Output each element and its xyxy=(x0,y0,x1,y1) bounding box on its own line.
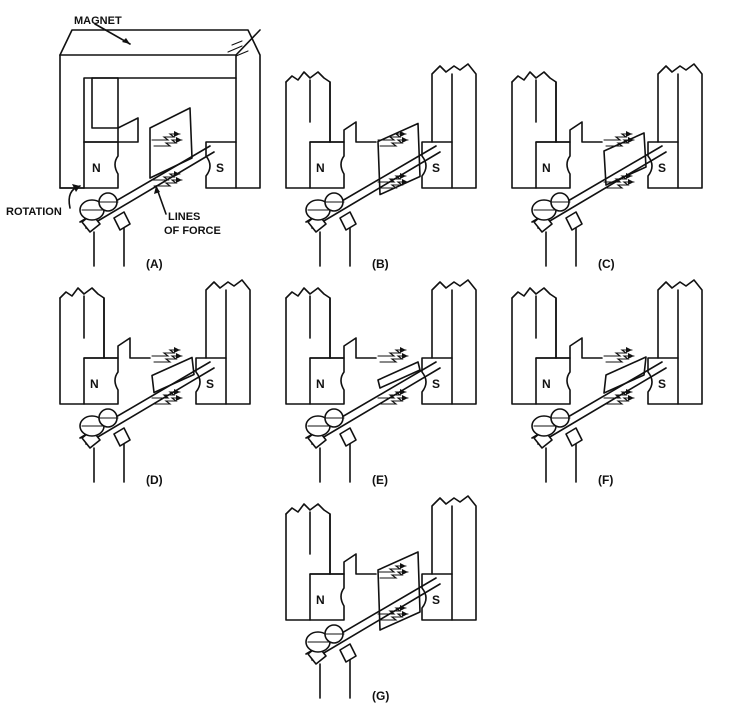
magnet-right-leg xyxy=(657,63,703,189)
field-lines xyxy=(377,130,409,147)
pole-n-label: N xyxy=(542,377,551,391)
armature-coil xyxy=(377,551,421,631)
pole-s-label: S xyxy=(432,377,440,391)
field-lines xyxy=(603,346,635,363)
panel-a-caption: (A) xyxy=(146,257,163,271)
magnet-right-leg xyxy=(431,495,477,621)
pole-s-label: S xyxy=(658,161,666,175)
magnet-left-leg xyxy=(285,503,377,575)
armature-coil xyxy=(377,361,421,389)
pole-n-label: N xyxy=(316,593,325,607)
pole-s-label: S xyxy=(206,377,214,391)
magnet-left-leg xyxy=(511,287,603,359)
panel-g-caption: (G) xyxy=(372,689,389,703)
lines-of-force-label-2: OF FORCE xyxy=(164,225,221,237)
lines-of-force-label-1: LINES xyxy=(168,211,200,223)
panel-c-caption: (C) xyxy=(598,257,615,271)
pole-n-label: N xyxy=(316,161,325,175)
brush-assembly xyxy=(305,624,357,699)
magnet-right-leg xyxy=(431,63,477,189)
magnet-right-leg xyxy=(431,279,477,405)
brush-assembly xyxy=(531,192,583,267)
field-lines xyxy=(377,346,409,363)
field-lines xyxy=(603,130,635,147)
brush-assembly xyxy=(305,408,357,483)
panel-b-caption: (B) xyxy=(372,257,389,271)
panel-d-caption: (D) xyxy=(146,473,163,487)
magnet-right-leg xyxy=(657,279,703,405)
magnet-left-leg xyxy=(511,71,603,143)
magnet-label: MAGNET xyxy=(74,15,122,27)
field-lines xyxy=(377,562,409,579)
magnet-left-leg xyxy=(285,287,377,359)
rotation-label: ROTATION xyxy=(6,206,62,218)
armature-coil xyxy=(377,122,421,196)
brush-assembly xyxy=(79,408,131,483)
magnet-left-leg xyxy=(59,287,151,359)
brush-assembly xyxy=(305,192,357,267)
pole-n-label: N xyxy=(316,377,325,391)
armature-coil xyxy=(151,356,195,394)
pole-s-label: S xyxy=(658,377,666,391)
field-lines xyxy=(151,346,183,363)
pole-s-label: S xyxy=(432,161,440,175)
pole-n-label: N xyxy=(92,161,101,175)
panel-e-caption: (E) xyxy=(372,473,388,487)
pole-s-label: S xyxy=(432,593,440,607)
pole-n-label: N xyxy=(542,161,551,175)
panel-a: MAGNET ROTATION LINES OF FORCE N S (A) xyxy=(6,15,261,271)
pole-s-label: S xyxy=(216,161,224,175)
magnet-left-leg xyxy=(285,71,377,143)
pole-n-label: N xyxy=(90,377,99,391)
brush-assembly xyxy=(531,408,583,483)
magnet-body xyxy=(59,29,261,189)
magnet-right-leg xyxy=(205,279,251,405)
panel-f-caption: (F) xyxy=(598,473,613,487)
